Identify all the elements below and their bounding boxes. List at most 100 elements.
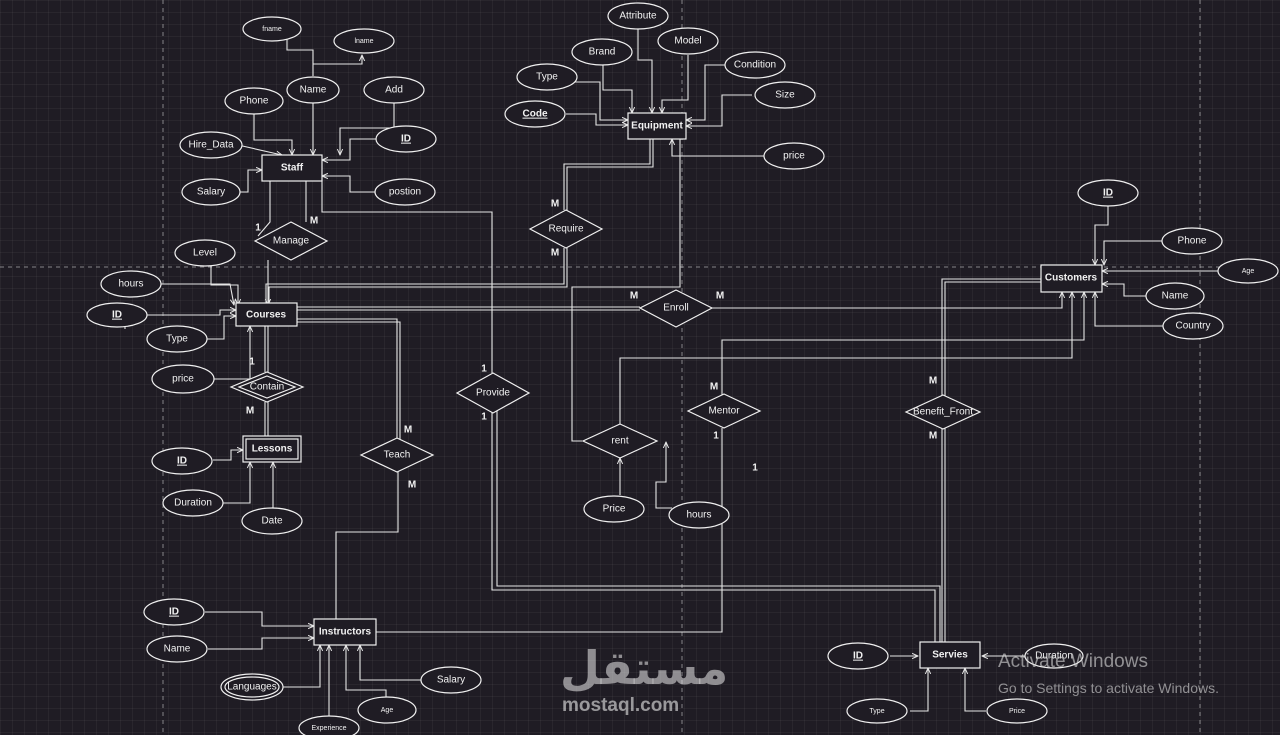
attribute-eq-brand[interactable]: Brand	[571, 38, 633, 66]
relationship-require[interactable]: Require	[528, 209, 604, 249]
attribute-staff-fname-label: fname	[262, 26, 282, 33]
relationship-benefit-front[interactable]: Benefit_Front	[904, 394, 982, 430]
attribute-inst-age[interactable]: Age	[357, 696, 417, 724]
cardinality-manage-m: M	[310, 216, 318, 227]
attribute-eq-price[interactable]: price	[763, 142, 825, 170]
attribute-staff-salary[interactable]: Salary	[181, 178, 241, 206]
entity-servies-label: Servies	[932, 650, 968, 661]
cardinality-mentor-bottom: 1	[713, 431, 719, 442]
attribute-course-type[interactable]: Type	[146, 325, 208, 353]
attribute-rent-hours[interactable]: hours	[668, 501, 730, 529]
entity-servies[interactable]: Servies	[919, 641, 981, 669]
attribute-staff-id[interactable]: ID	[375, 125, 437, 153]
attribute-inst-salary-label: Salary	[437, 675, 465, 686]
watermark-logo: مستقل	[560, 641, 729, 695]
watermark-site: mostaql.com	[562, 695, 680, 716]
attribute-inst-languages[interactable]: Languages	[220, 673, 284, 701]
attribute-staff-phone[interactable]: Phone	[224, 87, 284, 115]
attribute-eq-type[interactable]: Type	[516, 63, 578, 91]
relationship-provide[interactable]: Provide	[455, 372, 531, 414]
relationship-teach[interactable]: Teach	[359, 437, 435, 473]
relationship-contain-label: Contain	[250, 382, 284, 393]
attribute-course-price[interactable]: price	[151, 364, 215, 394]
attribute-eq-condition[interactable]: Condition	[724, 51, 786, 79]
attribute-lesson-date[interactable]: Date	[241, 507, 303, 535]
attribute-eq-condition-label: Condition	[734, 60, 776, 71]
entity-instructors-label: Instructors	[319, 627, 372, 638]
attribute-inst-name[interactable]: Name	[146, 635, 208, 663]
attribute-inst-age-label: Age	[381, 707, 394, 714]
entity-equipment[interactable]: Equipment	[627, 112, 687, 140]
attribute-lesson-id[interactable]: ID	[151, 447, 213, 475]
relationship-contain[interactable]: Contain	[229, 371, 305, 403]
attribute-cust-id[interactable]: ID	[1077, 179, 1139, 207]
relationship-mentor[interactable]: Mentor	[686, 393, 762, 429]
attribute-serv-duration-label: Duration	[1035, 651, 1073, 662]
cardinality-require-bottom: M	[551, 248, 559, 259]
attribute-course-level[interactable]: Level	[174, 239, 236, 267]
attribute-eq-code[interactable]: Code	[504, 100, 566, 128]
attribute-course-id[interactable]: ID	[86, 302, 148, 328]
entity-staff[interactable]: Staff	[261, 154, 323, 182]
attribute-serv-duration[interactable]: Duration	[1024, 643, 1084, 669]
cardinality-benefit-bottom: M	[929, 431, 937, 442]
entity-instructors[interactable]: Instructors	[313, 618, 377, 646]
attribute-rent-price[interactable]: Price	[583, 495, 645, 523]
attribute-cust-phone[interactable]: Phone	[1161, 227, 1223, 255]
attribute-staff-id-label: ID	[401, 134, 411, 145]
cardinality-enroll-right: M	[716, 291, 724, 302]
entity-courses-label: Courses	[246, 310, 286, 321]
attribute-eq-attribute[interactable]: Attribute	[607, 2, 669, 30]
relationship-rent[interactable]: rent	[581, 423, 659, 459]
attribute-cust-id-label: ID	[1103, 188, 1113, 199]
attribute-staff-phone-label: Phone	[240, 96, 269, 107]
attribute-staff-hire-data[interactable]: Hire_Data	[179, 131, 243, 159]
attribute-staff-name[interactable]: Name	[286, 76, 340, 104]
relationship-enroll[interactable]: Enroll	[638, 289, 714, 328]
attribute-course-hours[interactable]: hours	[100, 270, 162, 298]
attribute-course-level-label: Level	[193, 248, 217, 259]
entity-courses[interactable]: Courses	[235, 302, 298, 327]
relationship-manage[interactable]: Manage	[253, 221, 329, 261]
attribute-course-id-label: ID	[112, 310, 122, 321]
attribute-course-price-label: price	[172, 374, 194, 385]
attribute-cust-name[interactable]: Name	[1145, 282, 1205, 310]
attribute-serv-price[interactable]: Price	[986, 698, 1048, 724]
attribute-staff-add-label: Add	[385, 85, 403, 96]
attribute-eq-attribute-label: Attribute	[619, 11, 657, 22]
attribute-serv-id[interactable]: ID	[827, 642, 889, 670]
attribute-lesson-duration[interactable]: Duration	[162, 489, 224, 517]
attribute-staff-name-label: Name	[300, 85, 327, 96]
cardinality-teach-bottom: M	[408, 480, 416, 491]
attribute-eq-size[interactable]: Size	[754, 81, 816, 109]
attribute-eq-brand-label: Brand	[589, 47, 616, 58]
attribute-inst-salary[interactable]: Salary	[420, 666, 482, 694]
cardinality-teach-top: M	[404, 425, 412, 436]
cardinality-provide-top: 1	[481, 364, 487, 375]
attribute-cust-country[interactable]: Country	[1162, 312, 1224, 340]
attribute-eq-model[interactable]: Model	[657, 27, 719, 55]
entity-lessons-label: Lessons	[252, 444, 293, 455]
cardinality-benefit-top: M	[929, 376, 937, 387]
relationship-require-label: Require	[548, 224, 583, 235]
attribute-staff-fname[interactable]: fname	[242, 16, 302, 42]
attribute-staff-add[interactable]: Add	[363, 76, 425, 104]
attribute-serv-type[interactable]: Type	[846, 698, 908, 724]
entity-lessons[interactable]: Lessons	[242, 435, 302, 463]
attribute-inst-id[interactable]: ID	[143, 598, 205, 626]
attribute-cust-name-label: Name	[1162, 291, 1189, 302]
attribute-eq-size-label: Size	[775, 90, 795, 101]
attribute-inst-id-label: ID	[169, 607, 179, 618]
relationship-manage-label: Manage	[273, 236, 310, 247]
attribute-cust-age[interactable]: Age	[1217, 258, 1279, 284]
cardinality-manage-1: 1	[255, 223, 261, 234]
attribute-cust-country-label: Country	[1175, 321, 1210, 332]
attribute-lesson-duration-label: Duration	[174, 498, 212, 509]
cardinality-contain-top: 1	[249, 357, 255, 368]
attribute-staff-postion[interactable]: postion	[374, 178, 436, 206]
attribute-staff-lname[interactable]: lname	[333, 28, 395, 54]
entity-customers[interactable]: Customers	[1040, 264, 1103, 293]
attribute-inst-experience[interactable]: Experience	[298, 715, 360, 735]
